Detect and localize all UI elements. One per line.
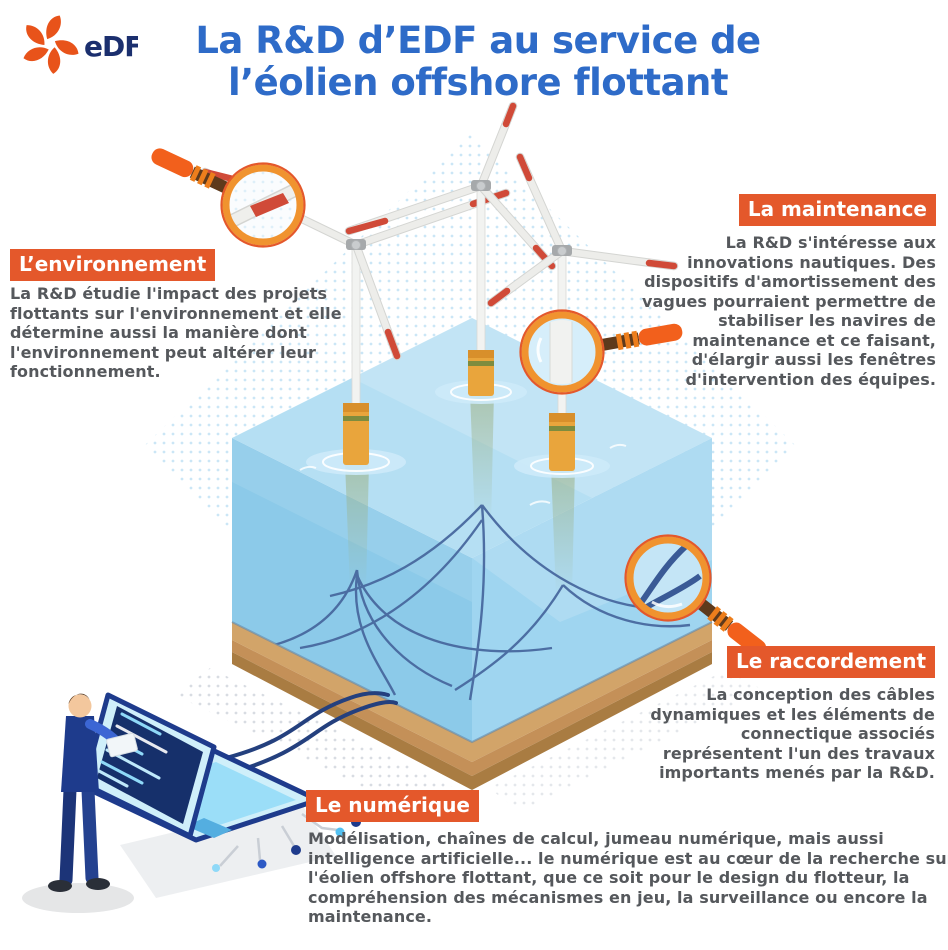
ground-shadow-right — [489, 668, 762, 812]
section-digital-header: Le numérique — [306, 790, 479, 822]
page-title-line2: l’éolien offshore flottant — [227, 61, 729, 105]
page-title-line1: La R&D d’EDF au service de — [195, 19, 761, 62]
page-title: La R&D d’EDF au service de l’éolien offs… — [150, 19, 806, 105]
submerged-buoy-columns — [345, 392, 575, 595]
ground-shadow-left — [175, 668, 455, 815]
section-maintenance-header: La maintenance — [738, 194, 936, 226]
magnifier-maintenance-icon — [519, 309, 683, 395]
edf-logo-text: eDF — [84, 30, 138, 63]
edf-flame-icon — [23, 15, 79, 74]
export-cables — [224, 691, 398, 774]
engineer-laptop-scene — [22, 692, 361, 913]
edf-logo: eDF — [23, 15, 138, 74]
section-digital: Le numérique — [306, 790, 479, 822]
section-connection: Le raccordement La conception des câbles… — [630, 646, 935, 783]
engineer-figure — [48, 693, 138, 892]
figure-shadow — [22, 883, 134, 913]
wind-turbine-left — [200, 167, 511, 465]
magnifier-environment-icon — [151, 148, 306, 248]
section-maintenance-body: La R&D s'intéresse aux innovations nauti… — [641, 233, 936, 389]
section-environment-body: La R&D étudie l'impact des projets flott… — [10, 284, 342, 382]
section-connection-header: Le raccordement — [726, 646, 935, 678]
magnifier-connection-icon — [624, 534, 767, 657]
wind-turbine-middle — [344, 101, 557, 396]
section-digital-body: Modélisation, chaînes de calcul, jumeau … — [308, 829, 948, 927]
section-maintenance: La maintenance La R&D s'intéresse aux in… — [626, 194, 936, 389]
section-environment-header: L’environnement — [10, 249, 216, 281]
seabed-rim — [231, 621, 713, 790]
section-connection-body: La conception des câbles dynamiques et l… — [650, 685, 935, 783]
section-environment: L’environnement — [10, 249, 216, 281]
